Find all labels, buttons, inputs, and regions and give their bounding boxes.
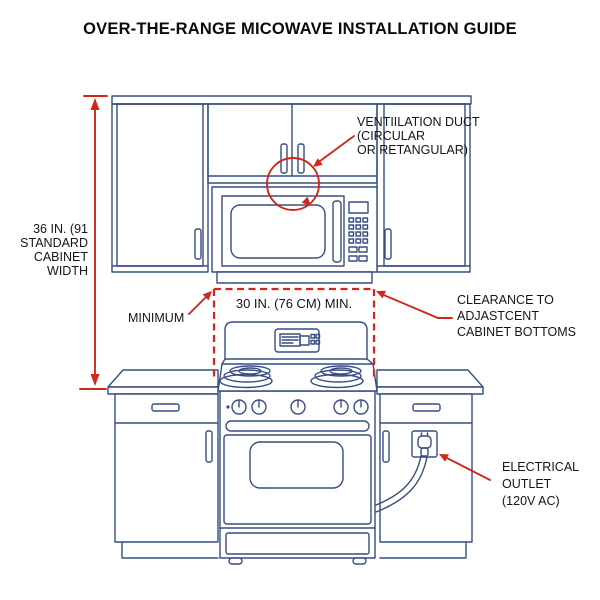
oven-handle: [225, 420, 370, 432]
range-knobs: [231, 399, 369, 415]
cabinet-handle: [384, 228, 392, 260]
clearance-label: CLEARANCE TO ADJASTCENT CABINET BOTTOMS: [457, 293, 577, 339]
storage-drawer: [225, 532, 370, 555]
vent-duct-annotation: [266, 135, 355, 211]
minimum-label: MINIMUM: [128, 311, 185, 325]
outlet-plate: [411, 430, 438, 458]
clearance-arrow: [376, 290, 453, 319]
dimension-arrow-36in: [79, 95, 108, 390]
ventilation-duct-circle: [266, 157, 320, 211]
electrical-outlet-label: ELECTRICAL OUTLET (120V AC): [502, 460, 580, 508]
range-width-label: 30 IN. (76 CM) MIN.: [235, 296, 353, 311]
burner-coils-left: [219, 365, 273, 389]
countertop-right: [376, 369, 484, 388]
countertop-left: [107, 369, 219, 388]
range-foot: [228, 557, 243, 565]
microwave-control-panel: [348, 201, 369, 262]
vent-duct-label: VENTIILATION DUCT (CIRCULAR OR RETANGULA…: [357, 115, 480, 157]
outlet-arrow: [439, 454, 491, 481]
clearance-dashed-outline: [212, 287, 376, 380]
range-foot: [352, 557, 367, 565]
power-cord: [375, 455, 422, 506]
cabinet-width-label: 36 IN. (91 STANDARD CABINET WIDTH: [20, 222, 88, 279]
drawer-handle: [151, 403, 180, 412]
cabinet-handle: [382, 430, 390, 463]
cabinet-handle: [205, 430, 213, 463]
oven-door: [223, 434, 372, 525]
drawer-handle: [412, 403, 441, 412]
cabinet-handle: [194, 228, 202, 260]
microwave: [211, 186, 378, 284]
page-title: OVER-THE-RANGE MICOWAVE INSTALLATION GUI…: [83, 20, 517, 38]
wall-cabinets: [111, 95, 472, 273]
range-control-panel: [274, 328, 321, 353]
burner-coils-right: [310, 365, 364, 389]
microwave-handle: [332, 200, 342, 263]
minimum-arrow: [188, 291, 212, 315]
electrical-outlet: [375, 430, 438, 513]
oven-window: [249, 441, 344, 489]
power-cord: [375, 456, 428, 513]
base-cabinets: [107, 369, 484, 559]
range: [217, 321, 378, 565]
